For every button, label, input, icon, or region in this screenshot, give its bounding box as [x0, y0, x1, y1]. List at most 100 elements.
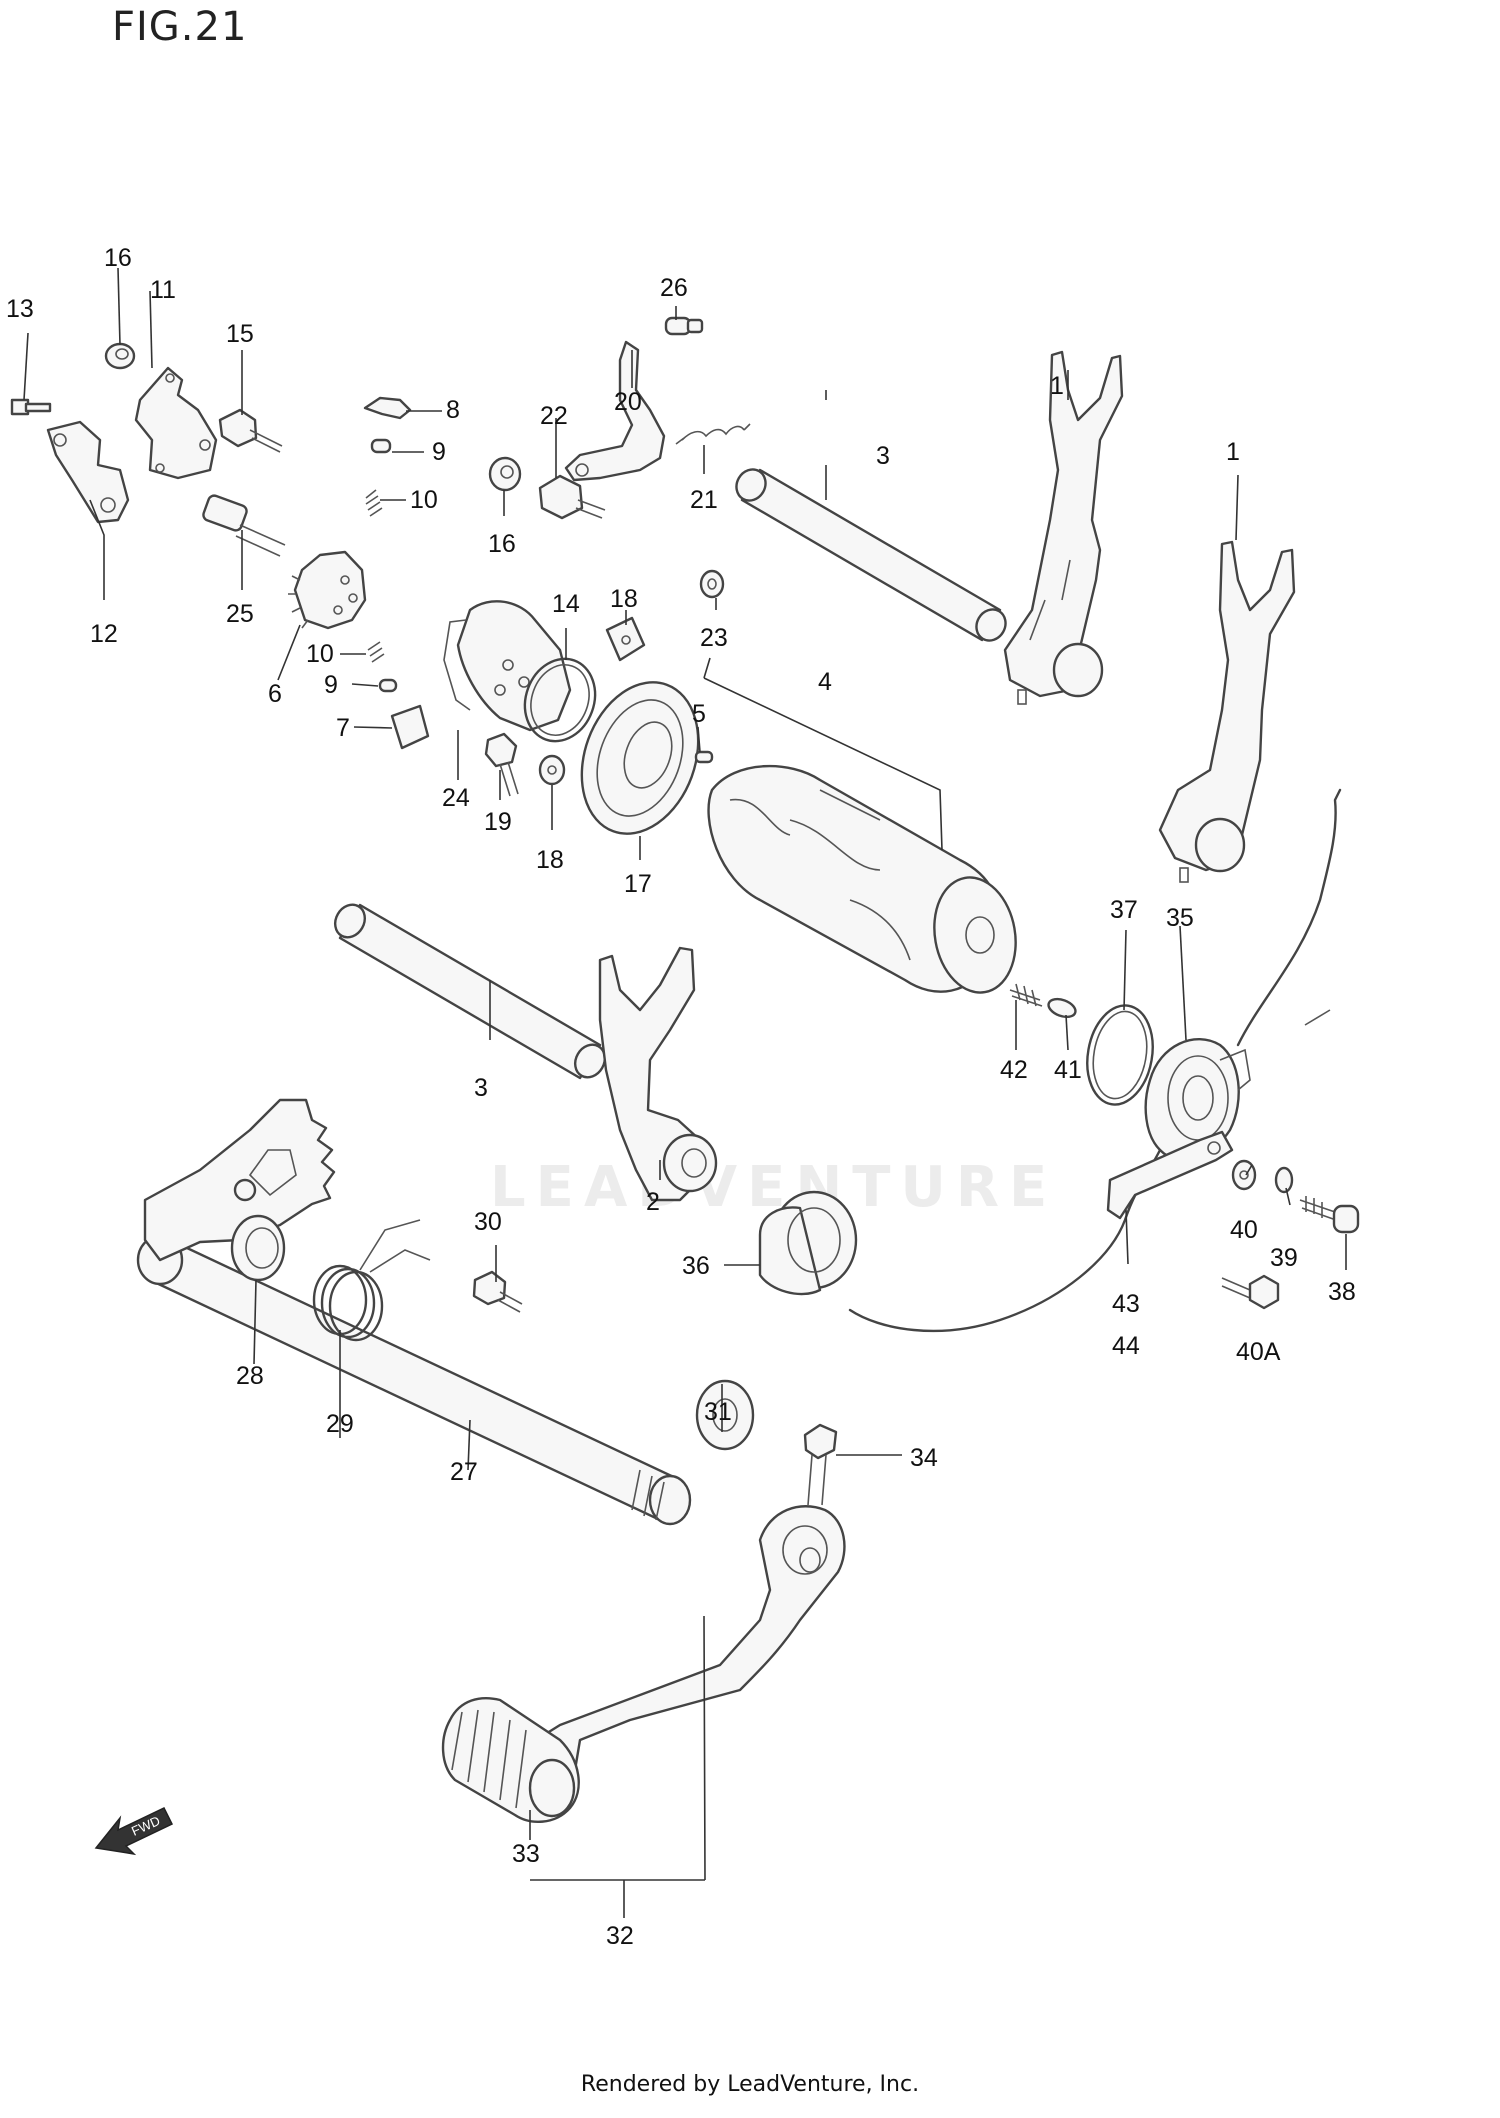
callout-17: 17: [624, 870, 652, 898]
part-43-clamp: [1106, 1130, 1234, 1220]
fwd-arrow-icon: FWD: [94, 1807, 174, 1856]
part-16-collar-left: [104, 342, 136, 370]
part-21-spring: [675, 423, 751, 445]
callout-11: 11: [150, 276, 176, 304]
part-30-bolt: [472, 1270, 523, 1313]
part-40A-bolt: [1221, 1274, 1280, 1310]
callout-21: 21: [690, 486, 718, 514]
callout-9-lower: 9: [324, 671, 338, 699]
part-38-bolt: [1299, 1196, 1360, 1234]
callout-39: 39: [1270, 1244, 1298, 1272]
callout-42: 42: [1000, 1056, 1028, 1084]
callout-33: 33: [512, 1840, 540, 1868]
callout-41: 41: [1054, 1056, 1082, 1084]
callout-25: 25: [226, 600, 254, 628]
callout-9: 9: [432, 438, 446, 466]
part-5-pin: [694, 750, 714, 764]
callout-18-upper: 18: [610, 585, 638, 613]
part-23-washer: [699, 569, 725, 599]
part-25-bolt: [202, 494, 286, 557]
callout-27: 27: [450, 1458, 478, 1486]
callout-12: 12: [90, 620, 118, 648]
callout-3-upper: 3: [876, 442, 890, 470]
callout-8: 8: [446, 396, 460, 424]
callout-29: 29: [326, 1410, 354, 1438]
callout-38-html: 38: [1328, 1278, 1356, 1306]
callout-40: 40: [1230, 1216, 1258, 1244]
callout-31: 31: [704, 1398, 732, 1426]
part-12-stopper-plate: [46, 420, 130, 524]
callout-7: 7: [336, 714, 350, 742]
part-17-bearing: [580, 681, 700, 835]
part-10-spring-upper: [365, 489, 383, 517]
callout-34: 34: [910, 1444, 938, 1472]
callout-37: 37: [1110, 896, 1138, 924]
part-15-bolt: [218, 408, 283, 453]
callout-18-lower: 18: [536, 846, 564, 874]
part-39-washer: [1274, 1166, 1294, 1194]
callout-36: 36: [682, 1252, 710, 1280]
part-13-bolt: [10, 398, 52, 416]
part-41-pin: [1047, 997, 1077, 1019]
callout-5: 5: [692, 700, 706, 728]
callout-44: 44: [1112, 1332, 1140, 1360]
callout-24: 24: [442, 784, 470, 812]
callout-1b: 1: [1226, 438, 1240, 466]
callout-16: 16: [104, 244, 132, 272]
callout-13: 13: [6, 295, 34, 323]
part-1-shift-fork-a: [1003, 350, 1124, 705]
figure-title: FIG.21: [112, 4, 248, 50]
callout-4: 4: [818, 668, 832, 696]
callout-40A-html: 40A: [1236, 1338, 1281, 1366]
part-10-spring-lower: [367, 641, 385, 663]
callout-30: 30: [474, 1208, 502, 1236]
part-6-cam-gear: [288, 550, 367, 630]
part-7-pawl-block: [390, 704, 430, 750]
part-3-fork-shaft-upper: [735, 468, 1007, 642]
callout-14: 14: [552, 590, 580, 618]
callout-23: 23: [700, 624, 728, 652]
part-22-bolt: [538, 474, 606, 520]
callout-10-lower: 10: [306, 640, 334, 668]
part-27-shift-arm-plate: [143, 1098, 336, 1262]
callout-19: 19: [484, 808, 512, 836]
part-27-gearshift-shaft: [136, 1234, 692, 1526]
watermark: LEADVENTURE: [490, 1155, 1058, 1220]
callout-32: 32: [606, 1922, 634, 1950]
callout-43: 43: [1112, 1290, 1140, 1318]
part-37-oring: [1086, 1004, 1154, 1106]
part-20-stopper-arm: [564, 340, 666, 482]
part-19-bolt: [484, 732, 519, 797]
part-9-pin-lower: [378, 678, 398, 693]
part-34-bolt: [803, 1423, 838, 1506]
callout-28: 28: [236, 1362, 264, 1390]
part-8-pawl: [363, 396, 412, 420]
callout-1a: 1: [1050, 372, 1064, 400]
part-18-plate-lower: [538, 754, 566, 786]
part-3-fork-shaft-lower: [333, 903, 607, 1080]
callout-35: 35: [1166, 904, 1194, 932]
callout-20: 20: [614, 388, 642, 416]
part-36-sensor: [758, 1190, 858, 1296]
part-11-plate: [134, 366, 218, 480]
part-18-plate-upper: [605, 616, 646, 662]
callout-2: 2: [646, 1188, 660, 1216]
part-28-washer: [230, 1214, 286, 1282]
part-26-pin: [664, 316, 704, 336]
callout-3-lower: 3: [474, 1074, 488, 1102]
part-14-circlip: [523, 657, 597, 743]
callout-26: 26: [660, 274, 688, 302]
part-32-gearshift-lever: [518, 1505, 846, 1782]
part-33-pedal-rubber: [441, 1697, 580, 1823]
part-24-cam-plate: [443, 600, 572, 732]
callout-6: 6: [268, 680, 282, 708]
part-16-collar-center: [488, 456, 522, 492]
leader-lines: [23, 267, 1347, 1918]
callout-15: 15: [226, 320, 254, 348]
part-2-shift-fork: [598, 946, 718, 1202]
part-1-shift-fork-b: [1158, 540, 1296, 883]
part-4-shift-drum: [707, 764, 1017, 994]
footer-credit: Rendered by LeadVenture, Inc.: [580, 2072, 920, 2097]
